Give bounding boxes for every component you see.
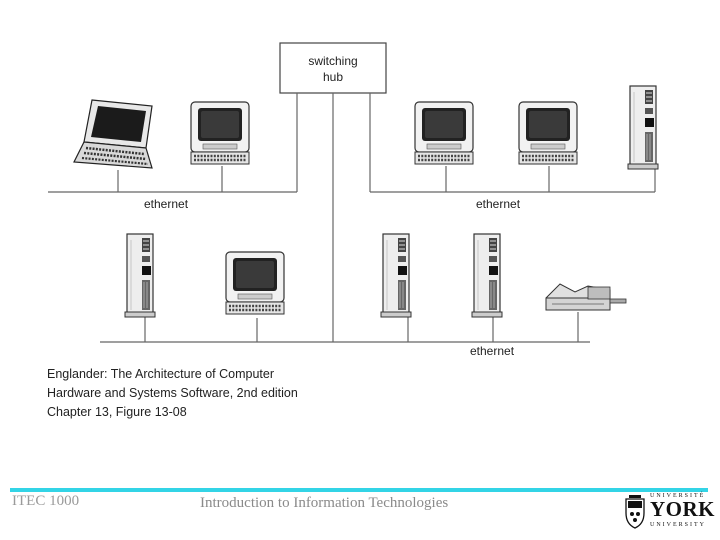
hub-label-line2: hub <box>323 70 343 84</box>
course-code: ITEC 1000 <box>12 493 80 509</box>
logo-bottom-text: UNIVERSITY <box>650 522 706 528</box>
printer-icon <box>545 283 627 311</box>
logo-top-text: UNIVERSITÉ <box>650 493 706 499</box>
ethernet-label-bottom: ethernet <box>470 344 515 358</box>
crest-icon <box>625 495 645 529</box>
caption-line: Hardware and Systems Software, 2nd editi… <box>47 386 298 400</box>
ethernet-cabling <box>48 93 656 343</box>
laptop-icon <box>73 99 153 169</box>
server-tower-icon <box>627 85 659 170</box>
server-tower-icon <box>380 233 412 318</box>
desktop-computer-icon <box>413 100 475 166</box>
logo-main-text: YORK <box>650 497 715 521</box>
switching-hub: switching hub <box>279 42 387 94</box>
server-tower-icon <box>124 233 156 318</box>
course-title: Introduction to Information Technologies <box>200 495 449 511</box>
figure-caption: Englander: The Architecture of Computer … <box>47 365 298 422</box>
hub-label-line1: switching <box>308 54 357 68</box>
server-tower-icon <box>471 233 503 318</box>
footer-divider <box>10 488 708 492</box>
desktop-computer-icon <box>189 100 251 166</box>
desktop-computer-icon <box>517 100 579 166</box>
caption-line: Chapter 13, Figure 13-08 <box>47 405 187 419</box>
desktop-computer-icon <box>224 250 286 316</box>
york-university-logo: UNIVERSITÉ YORK UNIVERSITY <box>624 493 715 531</box>
caption-line: Englander: The Architecture of Computer <box>47 367 274 381</box>
ethernet-label-left: ethernet <box>144 197 189 211</box>
ethernet-label-right: ethernet <box>476 197 521 211</box>
